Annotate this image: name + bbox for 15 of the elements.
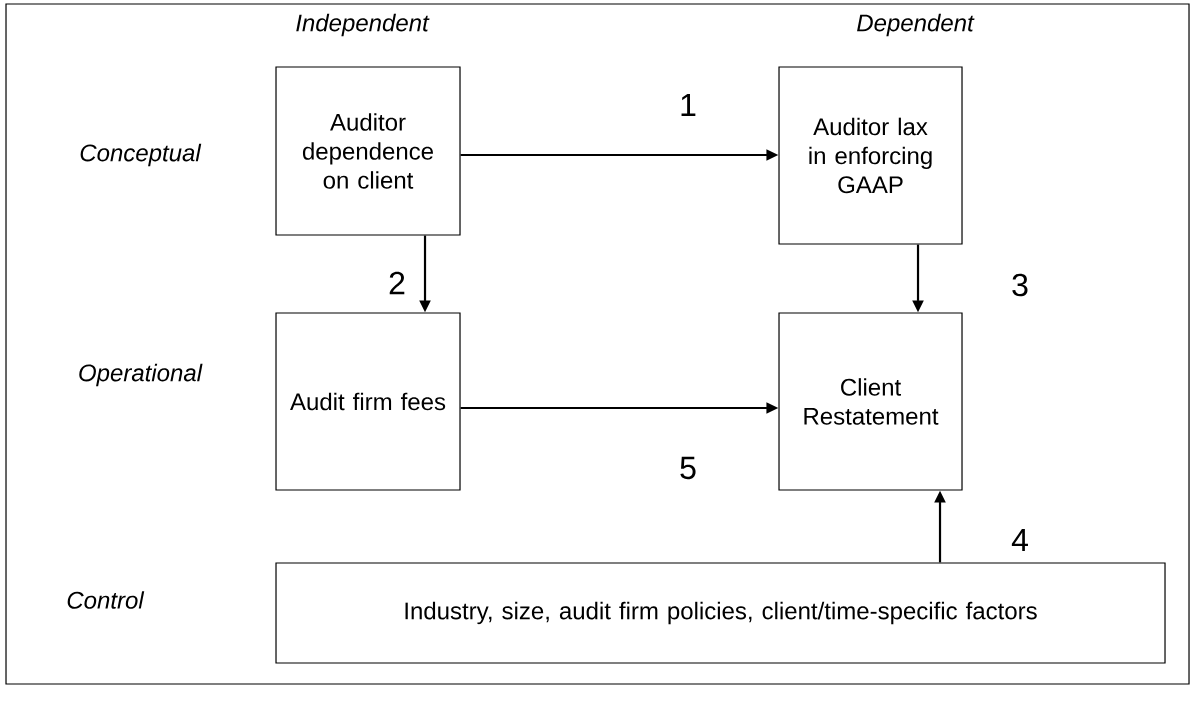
axis-label: Independent bbox=[296, 13, 430, 37]
process-box: Industry, size, audit firm policies, client/time-specific factors bbox=[275, 562, 1166, 664]
axis-label: Control bbox=[67, 591, 145, 609]
process-box: Auditor lax in enforcing GAAP bbox=[778, 66, 963, 245]
process-box: Audit firm fees bbox=[275, 312, 461, 491]
edge-label: 2 bbox=[389, 271, 405, 295]
edge-label: 1 bbox=[681, 93, 696, 116]
edge-label: 3 bbox=[1012, 273, 1028, 297]
axis-label: Conceptual bbox=[80, 143, 202, 167]
axis-label: Operational bbox=[79, 363, 203, 387]
edge-label: 4 bbox=[1011, 529, 1028, 551]
axis-label: Dependent bbox=[857, 13, 975, 37]
process-box: Client Restatement bbox=[778, 312, 963, 491]
process-box: Auditor dependence on client bbox=[275, 66, 461, 236]
edge-label: 5 bbox=[680, 456, 696, 480]
